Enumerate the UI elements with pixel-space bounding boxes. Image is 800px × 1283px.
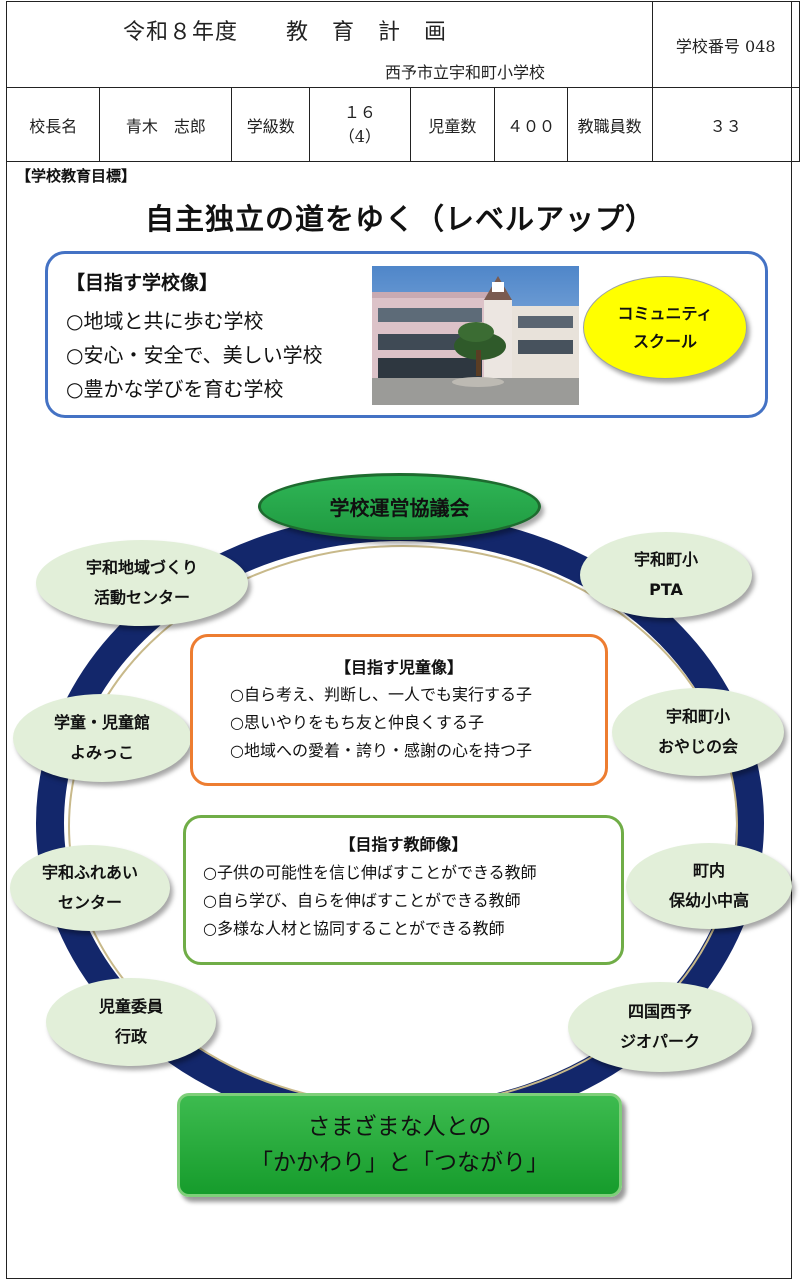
- staff-label: 教職員数: [566, 87, 653, 162]
- teacher-vision-box: 【目指す教師像】 ○子供の可能性を信じ伸ばすことができる教師 ○自ら学び、自らを…: [183, 815, 624, 965]
- staff-value: ３３: [651, 87, 800, 162]
- title-cell: 令和８年度 教 育 計 画 西予市立宇和町小学校: [6, 1, 653, 88]
- school-number: 048: [745, 36, 776, 56]
- plan-name: 教 育 計 画: [286, 20, 448, 45]
- fiscal-year: 令和８年度: [123, 20, 239, 45]
- school-vision-box: [45, 251, 768, 418]
- plan-title: 令和８年度 教 育 計 画: [123, 14, 447, 46]
- classes-label: 学級数: [231, 87, 311, 162]
- classes-cell: １６ （4）: [309, 87, 411, 162]
- partner-uwa-community-center: 宇和地域づくり 活動センター: [36, 540, 248, 626]
- header-table: 令和８年度 教 育 計 画 西予市立宇和町小学校 学校番号 048 校長名 青木 …: [5, 1, 800, 162]
- connection-line-2: 「かかわり」と「つながり」: [250, 1150, 549, 1176]
- community-school-badge: コミュニティ スクール: [583, 276, 747, 379]
- child-vision-box: 【目指す児童像】 ○自ら考え、判断し、一人でも実行する子 ○思いやりをもち友と仲…: [190, 634, 608, 786]
- teacher-vision-item: ○子供の可能性を信じ伸ばすことができる教師: [203, 863, 537, 882]
- students-value: ４００: [494, 87, 568, 162]
- partner-gakudo-yomikko: 学童・児童館 よみっこ: [13, 694, 191, 782]
- child-vision-item: ○地域への愛着・誇り・感謝の心を持つ子: [230, 741, 532, 760]
- connection-message-box: さまざまな人との 「かかわり」と「つながり」: [177, 1093, 622, 1197]
- classes-value: １６: [343, 102, 376, 122]
- school-council: 学校運営協議会: [258, 473, 541, 540]
- partner-pta: 宇和町小 PTA: [580, 532, 752, 618]
- child-vision-title: 【目指す児童像】: [334, 658, 463, 677]
- partner-child-commissioner: 児童委員 行政: [46, 978, 216, 1066]
- school-vision-item: ○地域と共に歩む学校: [66, 309, 264, 333]
- teacher-vision-item: ○自ら学び、自らを伸ばすことができる教師: [203, 891, 521, 910]
- teacher-vision-item: ○多様な人材と協同することができる教師: [203, 919, 505, 938]
- school-vision-item: ○豊かな学びを育む学校: [66, 377, 284, 401]
- principal-label: 校長名: [5, 87, 101, 162]
- child-vision-item: ○自ら考え、判断し、一人でも実行する子: [230, 685, 532, 704]
- principal-name: 青木 志郎: [99, 87, 233, 162]
- school-number-label: 学校番号: [675, 36, 740, 56]
- school-number-cell: 学校番号 048: [651, 1, 800, 88]
- partner-geopark: 四国西予 ジオパーク: [568, 982, 752, 1072]
- teacher-vision-title: 【目指す教師像】: [339, 835, 468, 854]
- child-vision-item: ○思いやりをもち友と仲良くする子: [230, 713, 484, 732]
- partner-oyaji-club: 宇和町小 おやじの会: [612, 688, 784, 776]
- school-vision-title: 【目指す学校像】: [66, 272, 219, 294]
- school-name: 西予市立宇和町小学校: [385, 63, 546, 82]
- students-label: 児童数: [409, 87, 496, 162]
- partner-local-schools: 町内 保幼小中高: [626, 843, 792, 929]
- school-building-photo: [372, 266, 579, 405]
- goal-main: 自主独立の道をゆく（レベルアップ）: [144, 202, 655, 236]
- classes-sub: （4）: [338, 126, 381, 146]
- connection-line-1: さまざまな人との: [307, 1114, 492, 1140]
- goal-label: 【学校教育目標】: [16, 167, 137, 185]
- school-vision-item: ○安心・安全で、美しい学校: [66, 343, 323, 367]
- partner-fureai-center: 宇和ふれあい センター: [10, 845, 170, 931]
